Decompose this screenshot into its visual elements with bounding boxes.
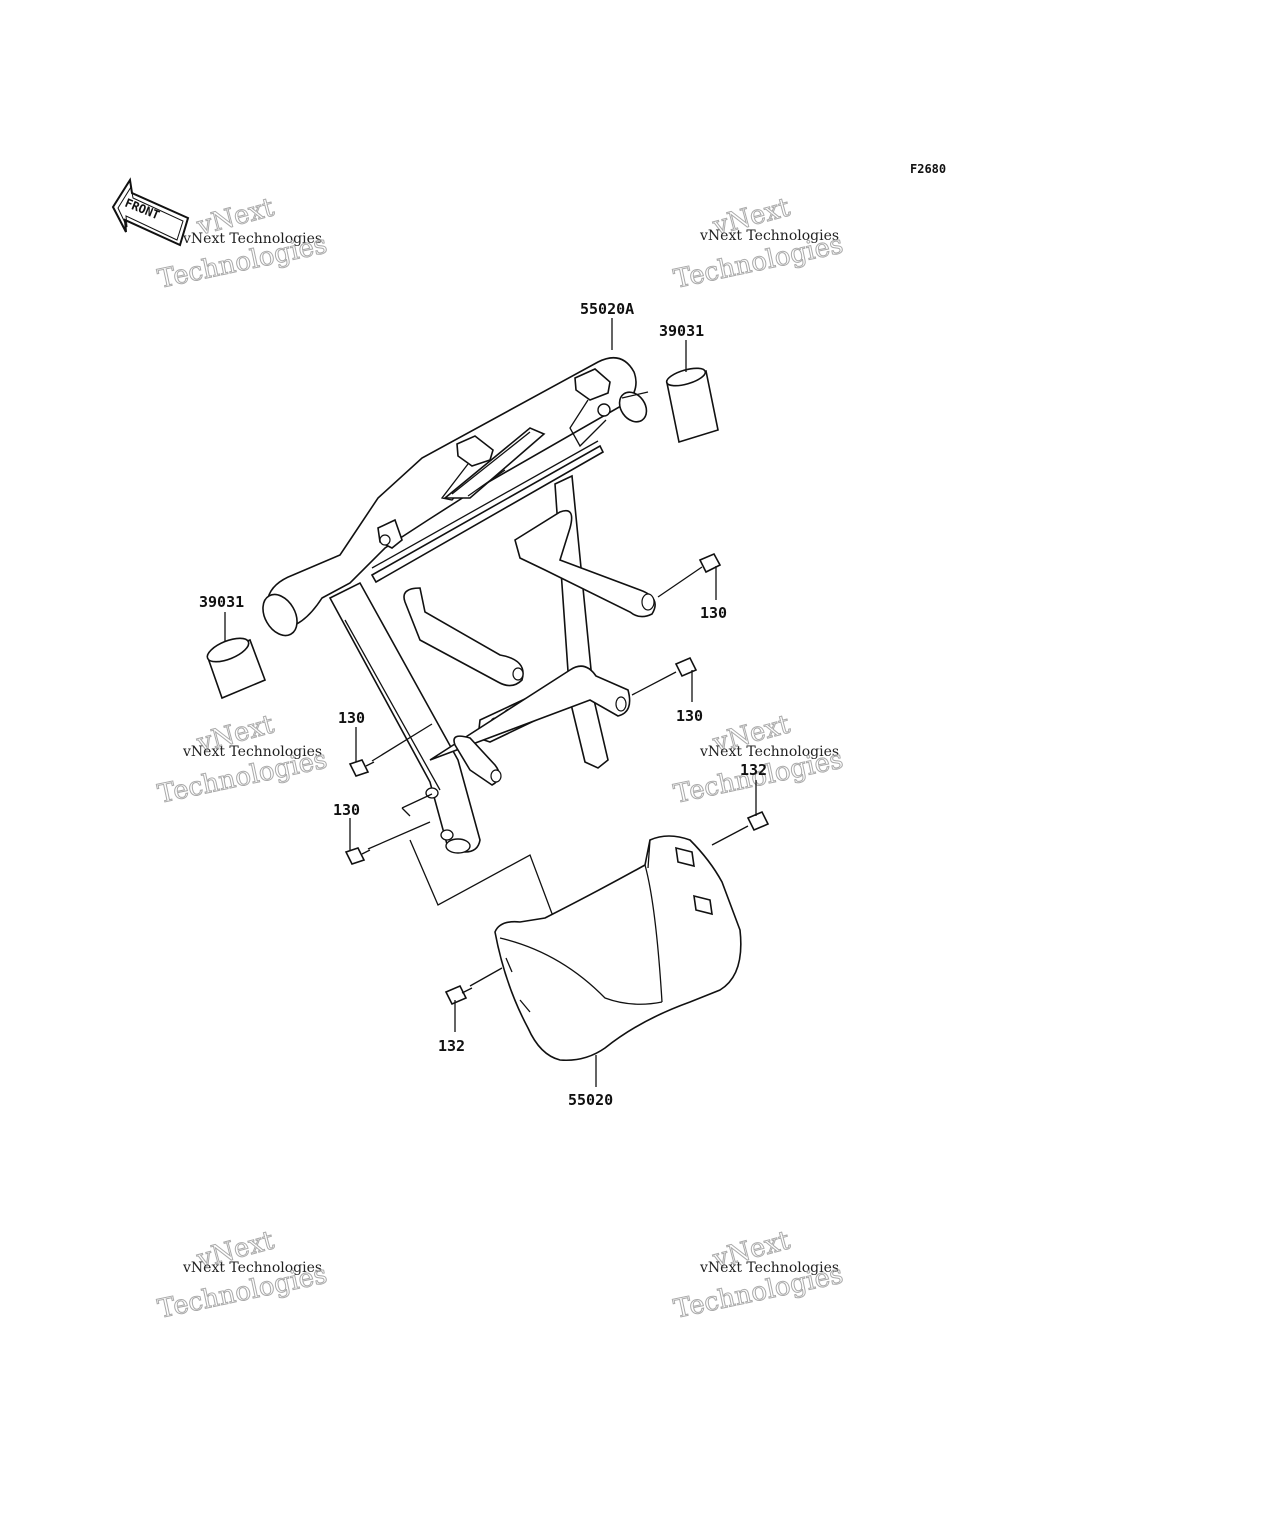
svg-text:vNext Technologies: vNext Technologies bbox=[699, 228, 839, 244]
label-130-middle-left: 130 bbox=[338, 709, 365, 727]
label-130-upper-right: 130 bbox=[700, 604, 727, 622]
label-39031-right: 39031 bbox=[659, 322, 704, 340]
label-55020: 55020 bbox=[568, 1091, 613, 1109]
bolt-130-lower-left bbox=[344, 821, 431, 865]
label-132-right: 132 bbox=[740, 761, 767, 779]
bolt-130-upper-right bbox=[657, 552, 722, 598]
watermark-top-right: vNext vNext Technologies Technologies bbox=[671, 192, 847, 295]
lower-cover-55020 bbox=[494, 835, 742, 1062]
svg-text:vNext Technologies: vNext Technologies bbox=[182, 1260, 322, 1276]
bolt-132-left bbox=[444, 967, 503, 1006]
svg-text:vNext Technologies: vNext Technologies bbox=[699, 744, 839, 760]
bracket-link-lines bbox=[401, 793, 561, 963]
watermark-mid-left: vNext vNext Technologies Technologies bbox=[155, 709, 331, 810]
label-55020a: 55020A bbox=[580, 300, 634, 318]
watermark-bottom-left: vNext vNext Technologies Technologies bbox=[155, 1225, 331, 1325]
bolt-130-middle-right bbox=[631, 656, 698, 696]
leader-lines bbox=[224, 318, 757, 1087]
guard-frame-55020a bbox=[262, 356, 656, 854]
collar-39031-right bbox=[665, 367, 719, 444]
bolt-132-right bbox=[711, 810, 770, 846]
figure-code: F2680 bbox=[910, 162, 946, 176]
label-130-middle-right: 130 bbox=[676, 707, 703, 725]
label-39031-left: 39031 bbox=[199, 593, 244, 611]
svg-text:vNext Technologies: vNext Technologies bbox=[182, 744, 322, 760]
bolt-130-middle-left bbox=[348, 723, 433, 777]
svg-text:vNext Technologies: vNext Technologies bbox=[699, 1260, 839, 1276]
watermark-bottom-right: vNext vNext Technologies Technologies bbox=[671, 1225, 847, 1325]
label-130-lower-left: 130 bbox=[333, 801, 360, 819]
label-132-left: 132 bbox=[438, 1037, 465, 1055]
svg-text:vNext Technologies: vNext Technologies bbox=[182, 231, 322, 247]
collar-39031-left bbox=[206, 637, 267, 700]
front-arrow-icon: FRONT bbox=[111, 177, 190, 247]
